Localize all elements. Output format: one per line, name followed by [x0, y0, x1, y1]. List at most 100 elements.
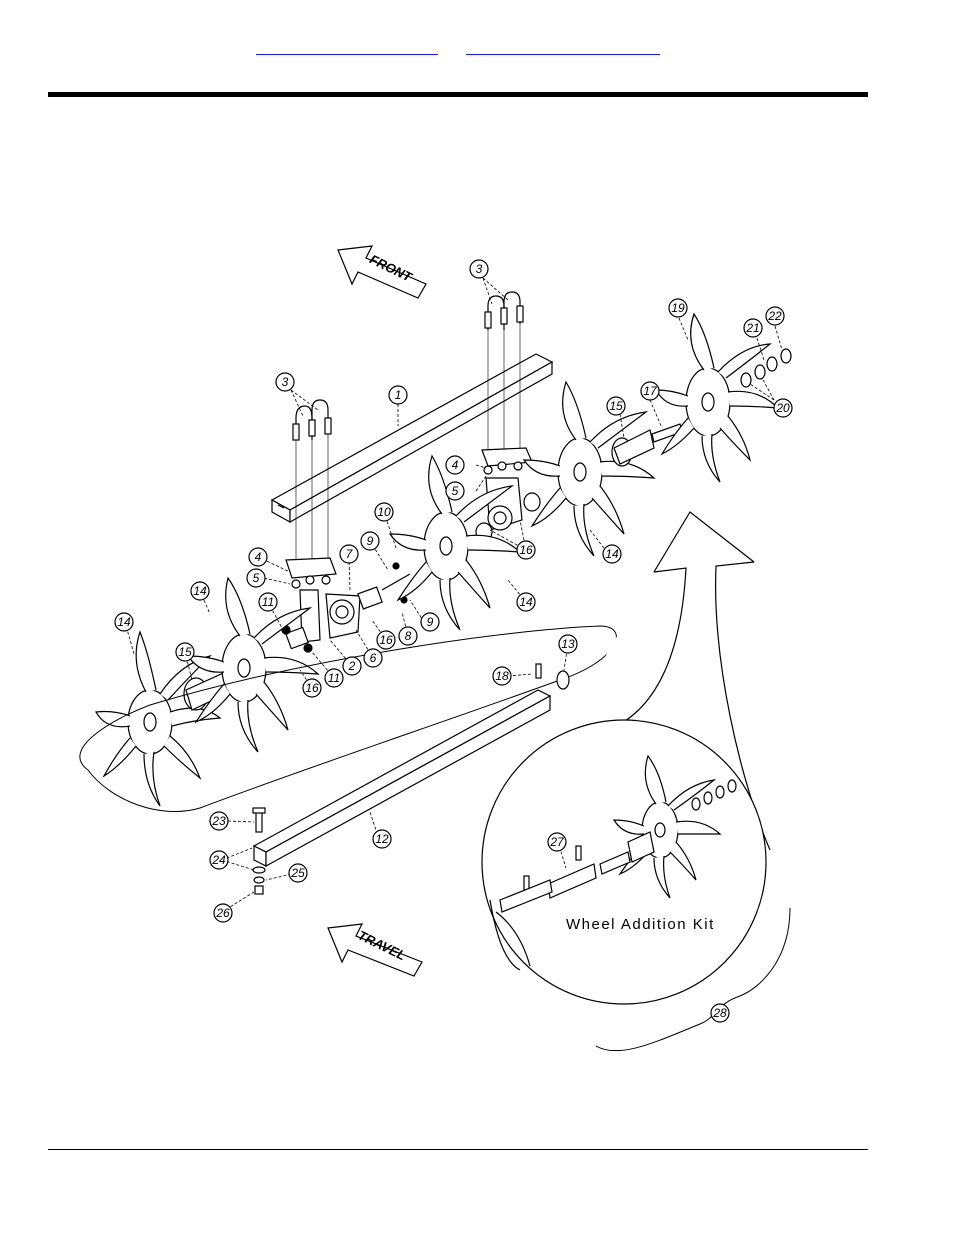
svg-text:22: 22	[767, 309, 782, 323]
svg-text:12: 12	[375, 832, 389, 846]
svg-text:20: 20	[775, 401, 790, 415]
callout-25: 25	[288, 863, 308, 883]
callout-28: 28	[710, 1003, 730, 1023]
callout-24: 24	[209, 850, 229, 870]
wheel-right-1	[522, 380, 656, 557]
callout-11: 11	[258, 592, 278, 612]
callout-4: 4	[248, 547, 268, 567]
svg-text:19: 19	[671, 301, 685, 315]
callout-8: 8	[398, 626, 418, 646]
top-rule	[48, 92, 868, 97]
svg-text:11: 11	[262, 595, 274, 609]
svg-text:9: 9	[367, 534, 374, 548]
kit-label: Wheel Addition Kit	[566, 916, 715, 933]
end-hardware	[740, 348, 792, 388]
svg-text:13: 13	[561, 637, 575, 651]
svg-text:5: 5	[253, 571, 260, 585]
bar-hardware	[252, 807, 266, 895]
svg-text:2: 2	[348, 659, 356, 673]
svg-text:11: 11	[328, 671, 340, 685]
callout-16: 16	[376, 630, 396, 650]
callout-1: 1	[388, 385, 408, 405]
svg-text:21: 21	[745, 321, 759, 335]
callout-3: 3	[275, 372, 295, 392]
svg-text:4: 4	[452, 458, 459, 472]
svg-text:4: 4	[255, 550, 262, 564]
callout-3: 3	[469, 259, 489, 279]
callout-16: 16	[302, 678, 322, 698]
callout-17: 17	[640, 381, 660, 401]
svg-text:25: 25	[290, 866, 305, 880]
front-arrow: FRONT	[337, 245, 427, 299]
callout-15: 15	[606, 396, 626, 416]
svg-text:6: 6	[370, 651, 377, 665]
callout-20: 20	[773, 398, 793, 418]
bar-12	[252, 663, 570, 868]
svg-text:15: 15	[178, 645, 192, 659]
svg-text:3: 3	[282, 375, 289, 389]
u-bolts-left	[292, 399, 332, 560]
callout-6: 6	[363, 648, 383, 668]
kit-detail: Wheel Addition Kit	[481, 719, 767, 1005]
callout-9: 9	[420, 612, 440, 632]
callout-13: 13	[558, 634, 578, 654]
header-link-right[interactable]	[466, 40, 660, 55]
svg-text:8: 8	[405, 629, 412, 643]
svg-text:14: 14	[193, 584, 207, 598]
svg-text:9: 9	[427, 615, 434, 629]
svg-text:14: 14	[605, 547, 619, 561]
spacer-tube-right	[613, 429, 655, 465]
svg-text:7: 7	[346, 547, 354, 561]
header-link-left[interactable]	[256, 40, 438, 55]
travel-arrow: TRAVEL	[327, 923, 423, 977]
callout-11: 11	[324, 668, 344, 688]
svg-text:14: 14	[519, 595, 533, 609]
callout-16: 16	[516, 540, 536, 560]
callout-12: 12	[372, 829, 392, 849]
main-tube	[270, 353, 554, 524]
callouts: 1 2 3 3 4 4 5 5 6 7 8 9 9 10 11 11 12 13…	[114, 259, 793, 1023]
svg-text:16: 16	[379, 633, 393, 647]
svg-text:27: 27	[549, 835, 565, 849]
callout-23: 23	[209, 811, 229, 831]
header-links	[0, 40, 954, 60]
callout-4: 4	[445, 455, 465, 475]
svg-text:17: 17	[643, 384, 658, 398]
callout-14: 14	[114, 612, 134, 632]
callout-27: 27	[547, 832, 567, 852]
callout-9: 9	[360, 531, 380, 551]
svg-text:26: 26	[215, 906, 230, 920]
callout-18: 18	[492, 666, 512, 686]
wheel-left-1	[95, 630, 222, 807]
svg-text:16: 16	[305, 681, 319, 695]
wheel-right-2	[654, 312, 780, 483]
callout-14: 14	[190, 581, 210, 601]
callout-26: 26	[213, 903, 233, 923]
callout-15: 15	[175, 642, 195, 662]
callout-2: 2	[342, 656, 362, 676]
svg-text:24: 24	[211, 853, 226, 867]
u-bolts-right	[484, 291, 524, 450]
svg-text:3: 3	[476, 262, 483, 276]
callout-21: 21	[743, 318, 763, 338]
svg-text:23: 23	[211, 814, 226, 828]
svg-text:5: 5	[452, 484, 459, 498]
callout-10: 10	[374, 502, 394, 522]
svg-text:18: 18	[495, 669, 509, 683]
svg-text:1: 1	[395, 388, 402, 402]
callout-19: 19	[668, 298, 688, 318]
svg-text:10: 10	[377, 505, 391, 519]
callout-5: 5	[445, 481, 465, 501]
bottom-rule	[48, 1149, 868, 1150]
svg-text:16: 16	[519, 543, 533, 557]
callout-14: 14	[602, 544, 622, 564]
callout-7: 7	[339, 544, 359, 564]
left-bracket	[281, 557, 411, 653]
svg-text:28: 28	[712, 1006, 727, 1020]
wheel-left-2	[186, 576, 320, 753]
callout-14: 14	[516, 592, 536, 612]
callout-5: 5	[246, 568, 266, 588]
svg-text:14: 14	[117, 615, 131, 629]
svg-text:15: 15	[609, 399, 623, 413]
